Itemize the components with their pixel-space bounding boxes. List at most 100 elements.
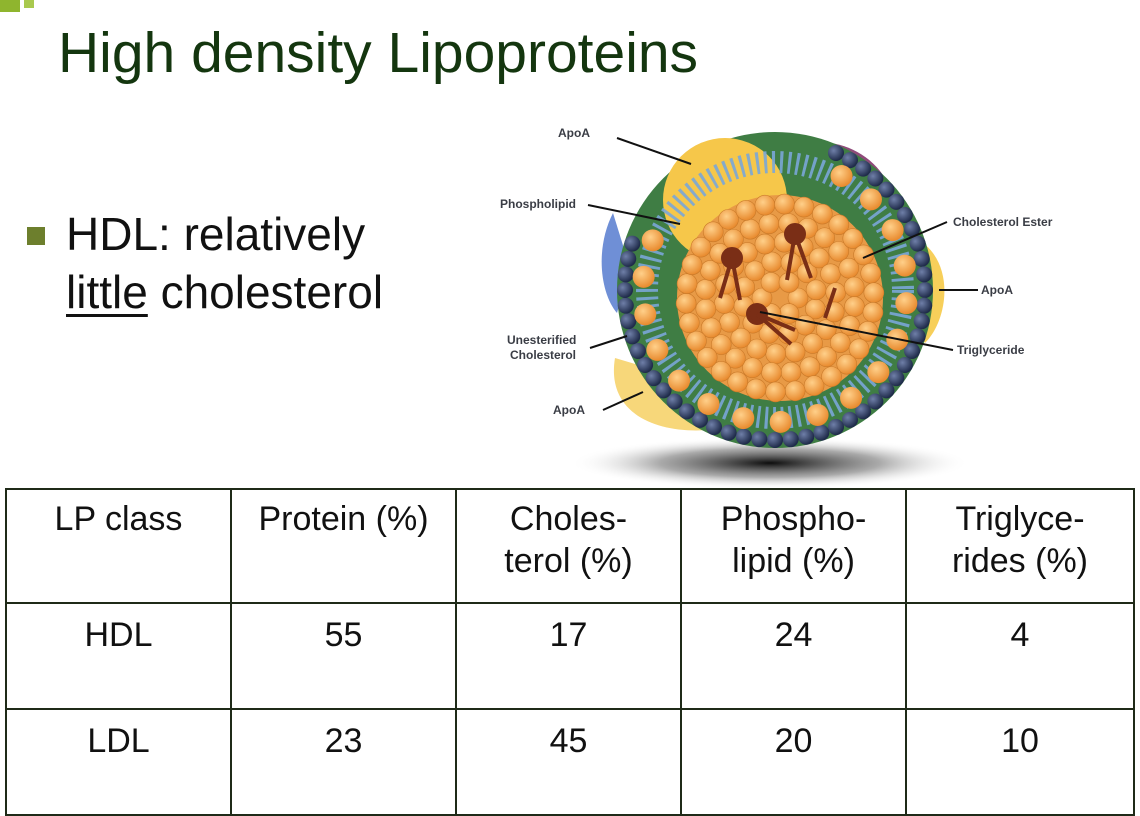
core-particle (814, 227, 835, 249)
core-particle (844, 296, 865, 317)
phospholipid-head (767, 432, 783, 448)
core-particle (761, 362, 782, 383)
core-particle (730, 327, 752, 349)
phospholipid-head (916, 266, 933, 283)
core-particle (758, 213, 780, 235)
phospholipid-head (913, 250, 930, 267)
core-particle (784, 380, 806, 402)
phospholipid-head (888, 193, 905, 210)
leader-lines (587, 137, 978, 411)
label-apoa-top: ApoA (558, 126, 590, 140)
core-particle (860, 262, 881, 284)
drop-shadow (570, 437, 970, 489)
cholesterol-head (769, 410, 792, 433)
phospholipid-head (878, 181, 895, 198)
slide-corner-decoration (0, 0, 40, 12)
core-particle (820, 263, 841, 285)
core-particle (774, 193, 795, 215)
corner-square-large (0, 0, 20, 12)
phospholipid-head (842, 152, 858, 169)
phospholipid-head (904, 343, 921, 360)
cholesterol-head (806, 403, 829, 426)
core-particle (690, 236, 712, 258)
value-cell: 20 (680, 708, 907, 816)
triglyceride-molecules (718, 223, 837, 346)
core-particle (802, 333, 823, 354)
core-particle (805, 279, 827, 301)
phospholipid-head (896, 357, 913, 373)
core-particle (718, 209, 739, 230)
cholesterol-head (634, 303, 657, 326)
corner-square-small (24, 0, 34, 8)
core-particle (675, 293, 697, 314)
label-unesterified-line2: Cholesterol (510, 348, 576, 362)
phospholipid-head (705, 419, 722, 436)
core-particle (713, 293, 735, 314)
cholesterol-head (893, 254, 916, 277)
cholesterol-head (641, 229, 664, 252)
cholesterol-head (840, 386, 863, 409)
core-particle (742, 357, 763, 379)
core-particle (725, 347, 746, 369)
phospholipid-head (896, 207, 913, 223)
phospholipid-head (666, 393, 683, 410)
phospholipid-head (655, 382, 672, 399)
phospholipid-head (617, 282, 633, 298)
column-header-line: Triglyce- (955, 500, 1085, 538)
core-particle (812, 203, 833, 225)
phospholipid-head (917, 282, 933, 298)
core-particle (695, 298, 717, 320)
phospholipid-head (828, 144, 845, 161)
core-particle (821, 366, 842, 387)
core-particle (780, 361, 802, 383)
phospholipid-head (645, 370, 662, 387)
core-particle (828, 214, 850, 235)
cholesterol-head (646, 338, 669, 361)
core-particle (836, 353, 858, 375)
phospholipid-head (904, 220, 921, 237)
core-particle (754, 233, 776, 255)
core-particle (839, 315, 861, 336)
core-particle (744, 260, 766, 282)
column-header-line: lipid (%) (732, 542, 855, 580)
core-particle (679, 312, 700, 334)
bullet-text-prefix: HDL: relatively (66, 208, 366, 260)
phospholipid-head (751, 431, 768, 448)
phospholipid-head (720, 424, 737, 441)
phospholipid-head (637, 357, 654, 373)
cholesterol-head (830, 165, 853, 188)
phospholipid-head (916, 297, 933, 314)
core-particle (700, 317, 722, 339)
core-particle (848, 338, 870, 360)
core-particle (761, 251, 783, 273)
core-particle (702, 221, 724, 243)
column-header: Phospho-lipid (%) (680, 488, 907, 604)
column-header-line: terol (%) (504, 542, 633, 580)
core-particle (710, 334, 732, 355)
value-cell: 10 (905, 708, 1135, 816)
cholesterol-head (867, 361, 890, 384)
core-particle (686, 330, 707, 352)
core-particle (803, 375, 825, 396)
core-particle (696, 347, 718, 368)
cholesterol-head (895, 292, 918, 315)
core-particle (829, 332, 851, 353)
core-particle (816, 346, 837, 368)
phospholipid-head (813, 424, 830, 441)
bullet-text: HDL: relatively little cholesterol (66, 205, 383, 321)
core-particle (784, 341, 806, 363)
cholesterol-head (881, 219, 904, 242)
hdl-structure-diagram: ApoA Phospholipid Cholesterol Ester ApoA… (495, 118, 1055, 490)
cholesterol-heads (632, 165, 918, 433)
phospholipid-head (735, 428, 752, 445)
phospholipid-head (692, 411, 708, 428)
core-particle (727, 371, 748, 393)
core-particle (787, 287, 809, 309)
core-particle (843, 276, 865, 298)
core-particle (710, 361, 732, 382)
label-apoa-bottom: ApoA (553, 403, 585, 417)
column-header-line: Choles- (509, 500, 628, 538)
